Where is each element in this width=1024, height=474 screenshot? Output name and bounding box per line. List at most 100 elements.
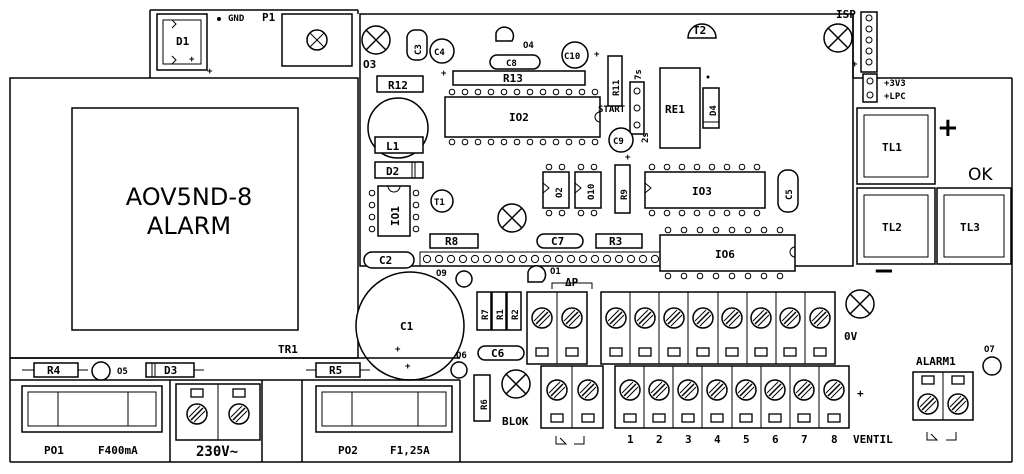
svg-text:R4: R4	[47, 364, 61, 377]
gnd-label: GND	[228, 14, 245, 24]
lower-terminal-blocks	[540, 365, 850, 429]
svg-text:D1: D1	[176, 35, 190, 48]
capacitor-c2: C2	[363, 251, 415, 269]
resistor-r4: R4	[22, 362, 88, 378]
delta-p-label: ΔP	[565, 276, 579, 289]
v33-label: +3V3	[884, 79, 906, 89]
svg-text:C9: C9	[613, 137, 624, 147]
svg-text:TL3: TL3	[960, 221, 980, 234]
capacitor-c6: C6	[477, 345, 525, 361]
plus-label: +	[937, 113, 959, 143]
svg-text:C1: C1	[400, 320, 414, 333]
touch-button-tl2[interactable]: TL2	[856, 187, 936, 265]
svg-text:O10: O10	[587, 184, 597, 200]
ic-io1: IO1	[368, 185, 420, 237]
svg-text:IO2: IO2	[509, 111, 529, 124]
diode-d2: D2	[374, 161, 424, 179]
svg-text:+: +	[441, 69, 447, 79]
relay-re1: RE1	[659, 67, 701, 149]
touch-button-tl1[interactable]: TL1	[856, 107, 936, 185]
diode-d4: D4	[702, 87, 720, 129]
ventil-5: 5	[743, 433, 750, 446]
svg-text:RE1: RE1	[665, 103, 685, 116]
pin-header-row	[419, 251, 661, 267]
svg-text:R3: R3	[609, 235, 622, 248]
svg-text:PO1: PO1	[44, 444, 64, 457]
resistor-r9: R9	[614, 164, 631, 214]
ic-io2: IO2	[444, 88, 601, 146]
blok-label: BLOK	[502, 415, 529, 428]
svg-text:C2: C2	[379, 254, 392, 267]
transformer-tr1: AOV5ND-8 ALARM TR1	[71, 107, 299, 356]
ventil-2: 2	[656, 433, 663, 446]
potentiometer-p1[interactable]	[281, 13, 353, 67]
ic-io6: IO6	[659, 226, 796, 280]
touch-button-tl3[interactable]: TL3	[936, 187, 1012, 265]
ov-label: 0V	[844, 330, 858, 343]
capacitor-c10: C10 +	[561, 41, 600, 69]
resistor-r3: R3	[595, 233, 643, 249]
svg-text:TL1: TL1	[882, 141, 902, 154]
tr1-label: TR1	[278, 343, 298, 356]
bottom-strip-outline	[10, 357, 461, 462]
ventil-1: 1	[627, 433, 634, 446]
svg-text:IO3: IO3	[692, 185, 712, 198]
ventil-3: 3	[685, 433, 692, 446]
connector-3v3-lpc[interactable]: +3V3 +LPC	[862, 73, 906, 103]
svg-text:R12: R12	[388, 79, 408, 92]
resistor-r12: R12	[376, 75, 424, 93]
svg-text:O4: O4	[523, 41, 534, 51]
svg-text:R2: R2	[511, 309, 521, 320]
svg-text:R11: R11	[612, 80, 622, 96]
p1-label: P1	[262, 11, 276, 24]
svg-text:D2: D2	[386, 165, 399, 178]
fuse-holder-po2: PO2 F1,25A	[315, 385, 453, 457]
transistor-t2: T2	[687, 23, 717, 39]
svg-text:+: +	[857, 387, 864, 400]
isp-connector[interactable]	[860, 11, 878, 73]
resistor-r8: R8	[429, 233, 479, 249]
svg-text:R7: R7	[481, 309, 491, 320]
svg-text:START: START	[598, 105, 626, 115]
capacitor-c1: C1 + +	[355, 271, 465, 381]
svg-text:T2: T2	[693, 24, 706, 37]
optocoupler-o10: O10	[574, 171, 602, 209]
o7-label: O7	[984, 345, 995, 355]
transistor-o4: O4	[495, 26, 534, 51]
o3-label: O3	[363, 58, 376, 71]
svg-text:R8: R8	[445, 235, 458, 248]
ventil-6: 6	[772, 433, 779, 446]
ventil-4: 4	[714, 433, 721, 446]
upper-terminal-blocks	[526, 291, 836, 365]
resistor-r11: R11	[607, 55, 623, 107]
svg-text:R5: R5	[329, 364, 342, 377]
transistor-o1: O1	[527, 265, 561, 283]
svg-text:+: +	[189, 55, 195, 65]
ic-io3: IO3	[644, 163, 766, 217]
svg-text:230V~: 230V~	[196, 444, 238, 460]
inductor-l1: L1	[367, 97, 429, 159]
terminal-230v: 230V~	[175, 383, 261, 460]
resistor-r1: R1	[491, 291, 507, 331]
capacitor-c5: C5	[777, 169, 799, 213]
diode-d3: D3	[145, 362, 204, 378]
svg-text:R6: R6	[480, 399, 490, 410]
svg-text:C7: C7	[551, 235, 564, 248]
svg-text:C6: C6	[491, 347, 505, 360]
svg-text:O1: O1	[550, 267, 561, 277]
svg-text:C10: C10	[564, 52, 580, 62]
svg-text:R9: R9	[620, 189, 630, 200]
jumper-start[interactable]: 7s START 2s	[598, 69, 651, 143]
bridge-rectifier-d1: D1 + +	[156, 13, 213, 77]
svg-text:C4: C4	[434, 48, 445, 58]
svg-text:T1: T1	[434, 198, 445, 208]
svg-text:+: +	[395, 345, 401, 355]
capacitor-c4: C4 +	[429, 38, 455, 79]
resistor-r5: R5	[306, 362, 370, 378]
svg-text:C8: C8	[506, 59, 517, 69]
ventil-label: VENTIL	[853, 433, 893, 446]
resistor-r2: R2	[506, 291, 522, 331]
svg-text:+: +	[405, 362, 411, 372]
lpc-label: +LPC	[884, 92, 906, 102]
svg-text:TL2: TL2	[882, 221, 902, 234]
